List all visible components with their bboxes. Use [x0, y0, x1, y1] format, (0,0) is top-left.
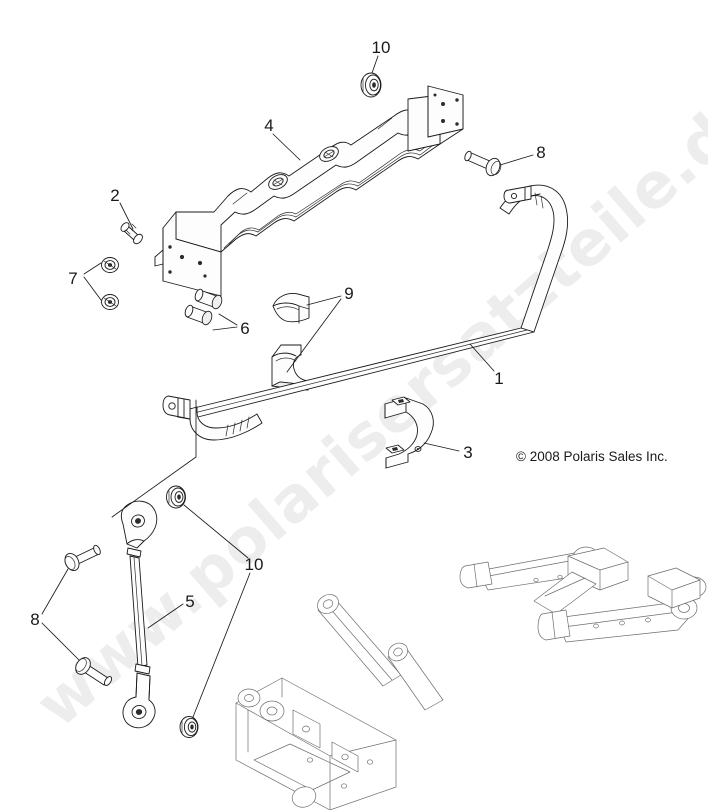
callout-5: 5: [185, 592, 194, 611]
leader-1: [469, 343, 495, 372]
leader-8-top: [499, 154, 534, 166]
part-2-bolt-small: [120, 222, 143, 245]
frame-boss-2: [319, 146, 339, 162]
leader-8-left-a: [41, 568, 69, 615]
leader-assembly-guide: [111, 399, 197, 518]
leader-6-b: [212, 326, 238, 331]
leader-10-mid-a: [183, 504, 249, 559]
ghost-lower-a-arm-right: [459, 546, 707, 643]
leader-4: [272, 133, 301, 161]
part-3-bar-clamp-bracket: [384, 396, 434, 469]
callout-8-top: 8: [536, 143, 545, 162]
part-8-flange-bolt-left-upper: [64, 544, 101, 572]
leader-7-a: [83, 262, 102, 275]
part-10-lock-nut-mid-lower: [179, 716, 199, 738]
part-10-lock-nut-top: [360, 72, 382, 98]
part-10-lock-nut-mid-upper: [166, 485, 186, 509]
leader-9-a: [306, 295, 342, 306]
callout-3: 3: [463, 443, 472, 462]
copyright-notice: © 2008 Polaris Sales Inc.: [516, 449, 668, 464]
leader-7-b: [83, 276, 102, 301]
part-9-bushing-upper: [272, 293, 310, 324]
leader-3: [423, 442, 460, 452]
frame-boss-1: [268, 174, 288, 190]
leader-9-b: [286, 298, 342, 373]
part-4-cross-member-frame: [154, 85, 464, 297]
leader-10-mid-b: [192, 572, 251, 718]
frame-right-plate: [427, 85, 464, 138]
part-6-pin-upper: [194, 288, 223, 310]
leader-2: [119, 202, 134, 230]
callout-6: 6: [240, 319, 249, 338]
callout-7: 7: [68, 269, 77, 288]
leader-6-a: [218, 313, 238, 326]
callout-4: 4: [264, 116, 273, 135]
part-7-flange-nut-lower: [101, 294, 119, 310]
leader-lines: [41, 55, 534, 718]
ghost-lower-a-arm-left: [235, 594, 444, 810]
part-5-stabilizer-link-rod: [120, 500, 158, 729]
part-1-stabilizer-bar: [162, 184, 569, 441]
leader-10-top: [371, 55, 379, 74]
callout-8-left: 8: [30, 610, 39, 629]
callout-9: 9: [344, 284, 353, 303]
part-8-flange-bolt-left-lower: [75, 657, 113, 686]
part-8-flange-bolt-top: [464, 150, 502, 177]
callout-1: 1: [494, 369, 503, 388]
callout-10-mid: 10: [245, 555, 264, 574]
part-6-pin-lower: [184, 304, 213, 326]
leader-5: [147, 603, 184, 629]
callout-10-top: 10: [372, 38, 391, 57]
part-7-flange-nut-upper: [101, 257, 119, 273]
callout-2: 2: [110, 186, 119, 205]
leader-8-left-b: [41, 622, 80, 661]
